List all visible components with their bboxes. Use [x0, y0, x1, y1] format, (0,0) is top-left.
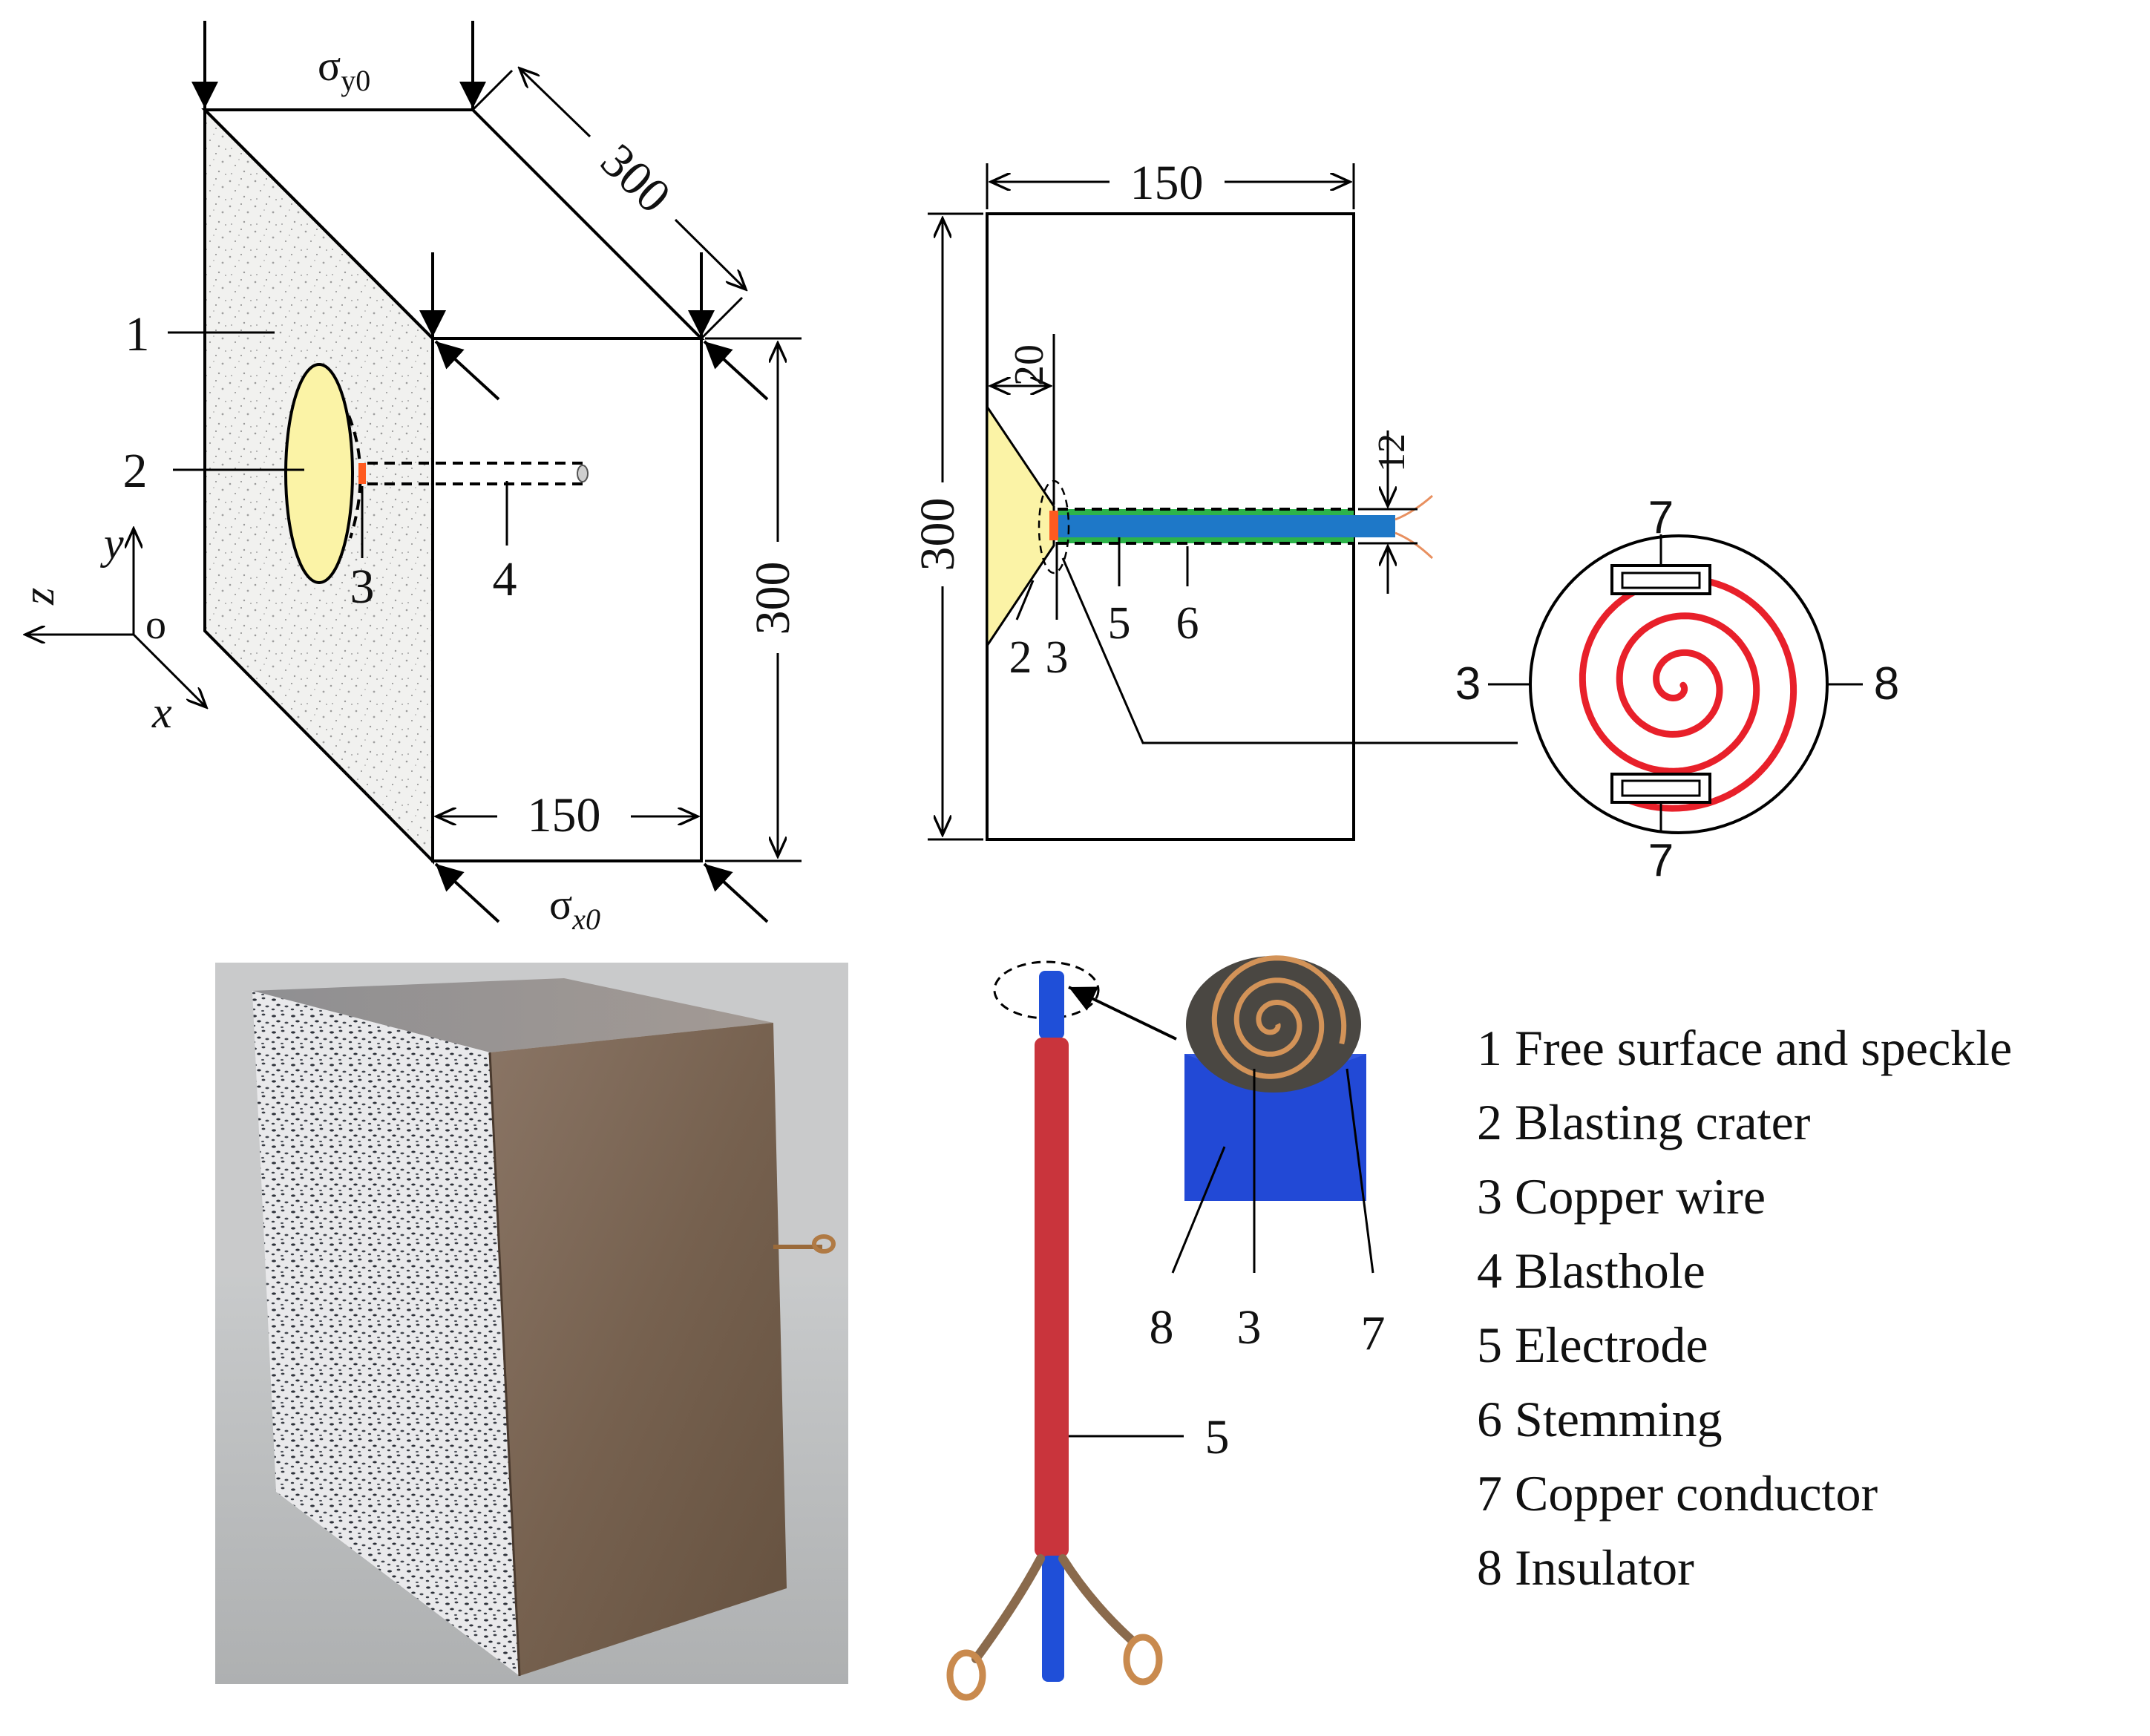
electrode-lead-right — [1058, 1554, 1136, 1645]
inset-copper-spiral — [1211, 955, 1347, 1079]
specimen-photo — [215, 963, 848, 1684]
sec-crater-label: 20 — [1006, 344, 1052, 386]
sigma-x-arrow-upper-left — [434, 340, 500, 401]
inset-callout-7: 7 — [1361, 1306, 1386, 1360]
electrode-photo: 5 8 3 7 — [946, 943, 1386, 1701]
section-electrode — [1058, 515, 1395, 537]
legend-item-6: 6 Stemming — [1477, 1391, 1723, 1447]
sigma-x0-label: σx0 — [549, 880, 600, 936]
depth-ext-1 — [471, 69, 514, 111]
specimen-front-face — [431, 337, 703, 862]
origin-label: o — [145, 602, 166, 648]
sigma-x-arrow-lower-left — [434, 862, 500, 923]
section-lead-wire-top — [1394, 494, 1433, 521]
legend-item-5: 5 Electrode — [1477, 1317, 1708, 1373]
depth-dim-line-b — [674, 218, 746, 289]
section-lead-wire-bottom — [1394, 531, 1434, 560]
copper-wire-point — [358, 463, 366, 484]
electrode-lug-left — [946, 1649, 986, 1701]
callout-4: 4 — [493, 552, 517, 606]
photo-lead-lug — [812, 1234, 836, 1254]
detail-leader — [1061, 557, 1518, 744]
electrode-lug-right — [1123, 1634, 1163, 1686]
coil-label-top: 7 — [1648, 492, 1674, 543]
sigma-x-arrow-lower-right — [703, 862, 769, 923]
sec-callout-2: 2 — [1009, 632, 1032, 683]
section-crater — [986, 403, 1055, 649]
isometric-specimen-view: σy0 σx0 300 300 150 1 2 3 4 — [14, 21, 802, 936]
electrode-rod-blue-top — [1039, 971, 1064, 1039]
sigma-y0-label: σy0 — [318, 42, 370, 97]
blasthole-end — [577, 465, 589, 482]
legend-item-7: 7 Copper conductor — [1477, 1465, 1878, 1522]
legend-item-4: 4 Blasthole — [1477, 1242, 1705, 1299]
electrode-zoom-arrow — [1068, 986, 1177, 1041]
x-axis-arrow — [132, 633, 206, 707]
inset-callout-3: 3 — [1237, 1300, 1262, 1355]
depth-dim-label: 300 — [590, 134, 681, 223]
inset-spiral-path — [1211, 955, 1347, 1079]
coil-detail: 3 8 7 7 — [1455, 492, 1899, 886]
coil-label-right: 8 — [1874, 658, 1899, 710]
legend-item-2: 2 Blasting crater — [1477, 1094, 1811, 1150]
legend: 1 Free surface and speckle 2 Blasting cr… — [1477, 1020, 2012, 1596]
callout-1: 1 — [125, 307, 150, 361]
sec-callout-2-leader — [1015, 580, 1035, 620]
sec-width-label: 150 — [1130, 156, 1204, 210]
y-axis-label: y — [99, 519, 124, 568]
electrode-callout-5: 5 — [1205, 1410, 1230, 1464]
inset-callout-8: 8 — [1150, 1300, 1174, 1355]
blasting-crater — [284, 363, 354, 584]
photo-block-side — [252, 991, 520, 1676]
callout-2: 2 — [123, 444, 148, 498]
electrode-rod-blue-bottom — [1042, 1556, 1064, 1682]
depth-dim-line-a — [520, 68, 591, 138]
sec-callout-6: 6 — [1176, 598, 1199, 649]
conductor-bottom-inner — [1621, 779, 1701, 797]
legend-item-3: 3 Copper wire — [1477, 1168, 1766, 1225]
electrode-rod-sleeve — [1035, 1038, 1069, 1557]
section-copper-wire — [1049, 511, 1058, 540]
legend-item-1: 1 Free surface and speckle — [1477, 1020, 2012, 1076]
legend-item-8: 8 Insulator — [1477, 1539, 1694, 1596]
sec-hole-label: 12 — [1371, 433, 1413, 472]
width-dim-label: 150 — [528, 788, 601, 842]
height-dim-label: 300 — [746, 562, 800, 635]
sigma-x-arrow-upper-right — [703, 340, 769, 401]
sec-callout-3: 3 — [1046, 632, 1069, 683]
photo-block-edge — [488, 1052, 521, 1677]
sec-callout-5: 5 — [1108, 598, 1131, 649]
x-axis-label: x — [151, 688, 172, 737]
photo-block-top — [252, 978, 773, 1052]
conductor-top-inner — [1621, 571, 1701, 589]
section-view: 150 300 20 12 2 3 5 6 — [911, 156, 1518, 841]
inset-callout-8-leader — [1171, 1146, 1226, 1274]
sec-height-label: 300 — [911, 498, 965, 571]
z-axis-label: z — [14, 588, 63, 606]
callout-3: 3 — [350, 560, 375, 614]
inset-callout-7-leader — [1346, 1068, 1374, 1274]
depth-ext-2 — [700, 296, 744, 340]
photo-block-front — [490, 1023, 787, 1676]
electrode-lead-left — [971, 1554, 1045, 1663]
coil-label-left: 3 — [1455, 658, 1481, 710]
coil-label-bottom: 7 — [1648, 835, 1674, 886]
